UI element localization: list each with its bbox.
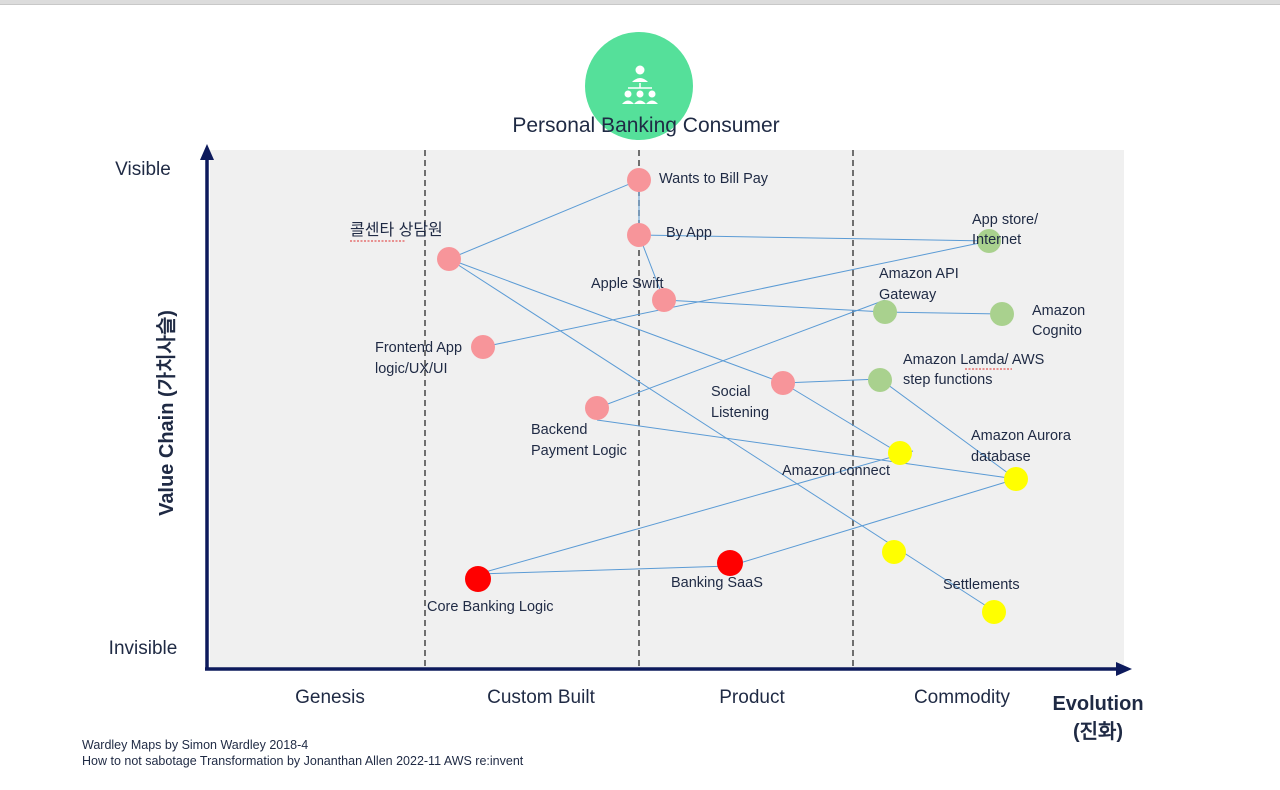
link-backend-apigw — [596, 299, 886, 409]
plot-background — [210, 150, 1124, 670]
node-wants-bill-pay — [627, 168, 651, 192]
label-wants-bill-pay: Wants to Bill Pay — [659, 171, 769, 187]
label-aurora-line1: Amazon Aurora — [971, 428, 1072, 444]
link-lambda-aurora — [879, 378, 1017, 480]
label-backend-line2: Payment Logic — [531, 443, 627, 459]
link-callcenter-social — [448, 258, 784, 384]
user-anchor-circle — [585, 32, 693, 140]
y-axis-arrow — [200, 144, 214, 160]
label-app-store-line2: Internet — [972, 232, 1021, 248]
label-core-banking: Core Banking Logic — [427, 599, 554, 615]
node-lambda — [868, 368, 892, 392]
node-settlements-upper — [882, 540, 906, 564]
label-lambda-line2: step functions — [903, 372, 992, 388]
stage-commodity: Commodity — [914, 687, 1011, 708]
x-axis-arrow — [1116, 662, 1132, 676]
node-api-gateway — [873, 300, 897, 324]
label-cognito-line1: Amazon — [1032, 303, 1085, 319]
link-social-lambda — [782, 378, 881, 384]
label-cognito-line2: Cognito — [1032, 323, 1082, 339]
people-hierarchy-icon — [622, 65, 658, 104]
node-app-store — [977, 229, 1001, 253]
link-swift-apigw — [663, 299, 886, 313]
credits: Wardley Maps by Simon Wardley 2018-4 How… — [82, 737, 523, 769]
link-callcenter-billpay — [448, 179, 640, 260]
link-byapp-appstore — [638, 234, 990, 242]
label-social-line1: Social — [711, 384, 751, 400]
node-banking-saas — [717, 550, 743, 576]
link-saas-aurora — [729, 478, 1017, 567]
window-top-border — [0, 0, 1280, 5]
credit-line-2: How to not sabotage Transformation by Jo… — [82, 754, 524, 768]
y-axis-title: Value Chain (가치사슬) — [155, 310, 178, 516]
node-core-banking — [465, 566, 491, 592]
axes — [200, 144, 1132, 676]
stage-product: Product — [719, 687, 785, 708]
label-app-store-line1: App store/ — [972, 212, 1039, 228]
x-axis-title-korean: (진화) — [1073, 720, 1123, 743]
link-apigw-cognito — [884, 311, 1003, 315]
label-frontend-line2: logic/UX/UI — [375, 361, 448, 377]
label-api-gateway-line2: Gateway — [879, 287, 937, 303]
node-apple-swift — [652, 288, 676, 312]
node-backend-payment — [585, 396, 609, 420]
node-social-listening — [771, 371, 795, 395]
label-frontend-line1: Frontend App — [375, 340, 462, 356]
node-settlements — [982, 600, 1006, 624]
y-axis-top-label: Visible — [115, 159, 171, 180]
node-by-app — [627, 223, 651, 247]
node-aurora — [1004, 467, 1028, 491]
stage-genesis: Genesis — [295, 687, 365, 708]
stage-dividers — [424, 150, 854, 668]
label-aurora-line2: database — [971, 449, 1031, 465]
label-lambda-line1: Amazon Lamda/ AWS — [903, 352, 1044, 368]
label-api-gateway-line1: Amazon API — [879, 266, 959, 282]
component-nodes — [437, 168, 1028, 624]
label-banking-saas: Banking SaaS — [671, 575, 763, 591]
node-frontend-app — [471, 335, 495, 359]
map-title: Personal Banking Consumer — [512, 114, 779, 137]
link-frontend-appstore — [482, 240, 990, 348]
label-apple-swift: Apple Swift — [591, 276, 664, 292]
label-call-center: 콜센타 상담원 — [350, 221, 443, 239]
label-backend-line1: Backend — [531, 422, 587, 438]
link-backend-aurora — [596, 419, 1017, 480]
label-settlements: Settlements — [943, 577, 1020, 593]
node-cognito — [990, 302, 1014, 326]
dependency-links — [448, 179, 1017, 612]
link-social-connect — [782, 382, 900, 454]
stage-custom-built: Custom Built — [487, 687, 595, 708]
link-core-saas — [477, 565, 731, 575]
node-labels: Wants to Bill Pay By App 콜센타 상담원 Apple S… — [350, 171, 1085, 615]
label-social-line2: Listening — [711, 405, 769, 421]
link-core-connect — [477, 450, 914, 575]
y-axis-bottom-label: Invisible — [109, 638, 178, 659]
label-by-app: By App — [666, 225, 712, 241]
node-call-center — [437, 247, 461, 271]
node-amazon-connect — [888, 441, 912, 465]
label-amazon-connect: Amazon connect — [782, 463, 890, 479]
credit-line-1: Wardley Maps by Simon Wardley 2018-4 — [82, 738, 309, 752]
x-axis-title: Evolution — [1052, 693, 1143, 715]
